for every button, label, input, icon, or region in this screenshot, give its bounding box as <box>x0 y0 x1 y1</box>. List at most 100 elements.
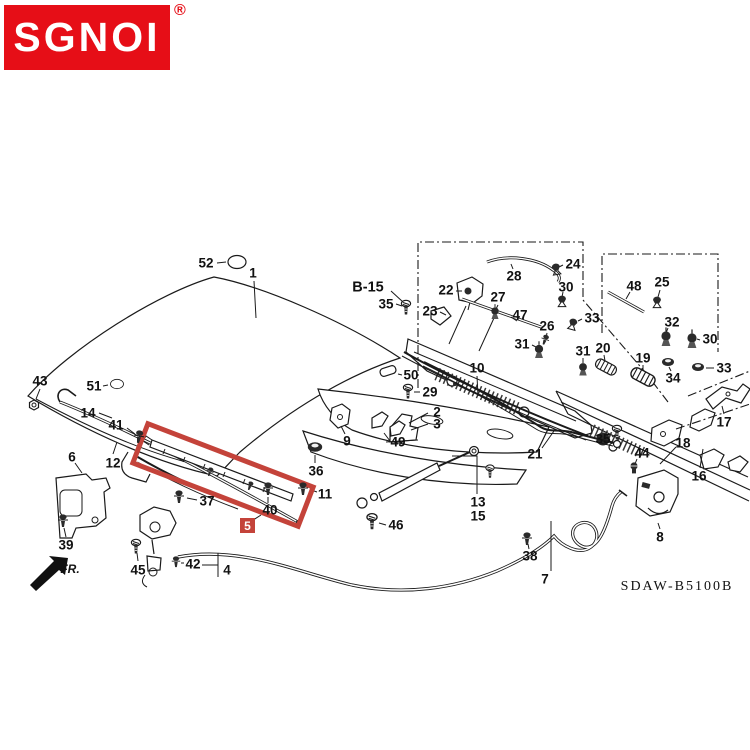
leader-lines <box>35 261 725 577</box>
part-label-2: 2 <box>433 405 441 420</box>
part-label-22: 22 <box>438 283 453 298</box>
part-label-18: 18 <box>675 436 691 451</box>
part-label-44: 44 <box>634 446 650 461</box>
brand-logo: SGNOI <box>4 5 170 70</box>
part-label-8: 8 <box>656 530 664 545</box>
release-cable-7 <box>177 489 628 592</box>
nozzle-25-icon <box>652 296 662 309</box>
bolt-45-icon <box>130 538 142 555</box>
part-label-4: 4 <box>223 563 231 578</box>
part-label-1: 1 <box>249 266 257 281</box>
part-label-30: 30 <box>702 332 717 347</box>
part-label-14: 14 <box>80 406 96 421</box>
part-label-12: 12 <box>105 456 120 471</box>
part-label-33: 33 <box>716 361 732 376</box>
cylinder-20-icon <box>593 356 619 378</box>
part-label-29: 29 <box>422 385 437 400</box>
wiper-washer-parts <box>430 256 645 352</box>
part-label-17: 17 <box>716 415 731 430</box>
part-label-16: 16 <box>691 469 707 484</box>
part-label-38: 38 <box>522 549 538 564</box>
grommet-33b-icon <box>692 363 704 371</box>
part-label-31: 31 <box>514 337 530 352</box>
hinge-bracket-49 <box>371 411 406 437</box>
weatherstrip-21 <box>422 361 622 449</box>
part-label-26: 26 <box>539 319 555 334</box>
part-label-46: 46 <box>388 518 404 533</box>
part-label-15: 15 <box>470 509 486 524</box>
hood-panel <box>27 276 402 477</box>
highlighted-part-number: 5 <box>244 519 251 533</box>
part-label-30: 30 <box>558 280 573 295</box>
part-label-27: 27 <box>490 290 505 305</box>
part-label-52: 52 <box>198 256 213 271</box>
grommet-34-icon <box>662 358 674 366</box>
bracket-9 <box>329 403 351 429</box>
dashdot-corridor <box>675 370 750 430</box>
part-label-48: 48 <box>626 279 642 294</box>
part-label-34: 34 <box>665 371 681 386</box>
part-label-43: 43 <box>32 374 48 389</box>
part-label-37: 37 <box>199 494 214 509</box>
part-label-51: 51 <box>86 379 102 394</box>
part-label-45: 45 <box>130 563 146 578</box>
bolt-46-icon <box>366 512 378 530</box>
clip-38-icon <box>521 531 533 546</box>
registered-trademark-icon: ® <box>174 2 186 19</box>
nut-43-icon <box>28 399 40 411</box>
part-label-41: 41 <box>108 418 124 433</box>
part-label-31: 31 <box>575 344 591 359</box>
grommet-51-icon <box>110 378 124 390</box>
highlight-badge: 5 <box>240 518 255 533</box>
hood-hinge-right-16-17-18 <box>650 383 750 447</box>
part-label-7: 7 <box>541 572 549 587</box>
diagram-code: SDAW-B5100B <box>621 579 734 594</box>
part-label-13: 13 <box>470 495 486 510</box>
part-label-B-15: B-15 <box>352 280 383 296</box>
part-label-19: 19 <box>635 351 650 366</box>
dashdot-box-a <box>417 241 669 403</box>
highlight-box <box>129 420 317 530</box>
part-label-11: 11 <box>318 487 333 502</box>
nozzle-30a-icon <box>557 295 567 308</box>
part-label-47: 47 <box>512 308 527 323</box>
nozzle-33a-icon <box>566 317 579 331</box>
part-label-28: 28 <box>506 269 522 284</box>
grommet-36-icon <box>307 442 323 452</box>
grommet-52-icon <box>227 254 247 270</box>
part-label-49: 49 <box>390 435 405 450</box>
hood-stay-13-15 <box>356 445 480 509</box>
pivot-31b-icon <box>578 359 588 377</box>
dashdot-box-b <box>601 253 719 352</box>
part-label-42: 42 <box>185 557 200 572</box>
pivot-30b-icon <box>686 328 698 349</box>
part-label-10: 10 <box>469 361 484 376</box>
hood-seal-strip-5 <box>142 435 294 502</box>
part-label-3: 3 <box>433 417 441 432</box>
hood-latch-8 <box>635 469 679 517</box>
lock-protector-6 <box>55 473 111 539</box>
front-direction-arrow: FR. <box>30 556 80 591</box>
clip-26-icon <box>539 333 551 347</box>
part-label-23: 23 <box>422 304 438 319</box>
part-label-21: 21 <box>527 447 543 462</box>
part-label-36: 36 <box>308 464 324 479</box>
part-label-25: 25 <box>654 275 670 290</box>
part-label-50: 50 <box>403 368 418 383</box>
bolt-29-icon <box>402 383 414 400</box>
part-label-40: 40 <box>262 503 277 518</box>
part-label-20: 20 <box>595 341 610 356</box>
clip-37-icon <box>173 489 185 504</box>
part-label-32: 32 <box>664 315 679 330</box>
part-label-24: 24 <box>565 257 581 272</box>
bolt-35-front-icon <box>400 299 412 316</box>
part-label-33: 33 <box>584 311 600 326</box>
hood-lock-assembly-4 <box>139 506 177 588</box>
part-label-35: 35 <box>378 297 394 312</box>
part-label-39: 39 <box>58 538 73 553</box>
part-label-9: 9 <box>343 434 351 449</box>
switch-44-icon <box>629 461 639 474</box>
part-label-35: 35 <box>595 432 611 447</box>
